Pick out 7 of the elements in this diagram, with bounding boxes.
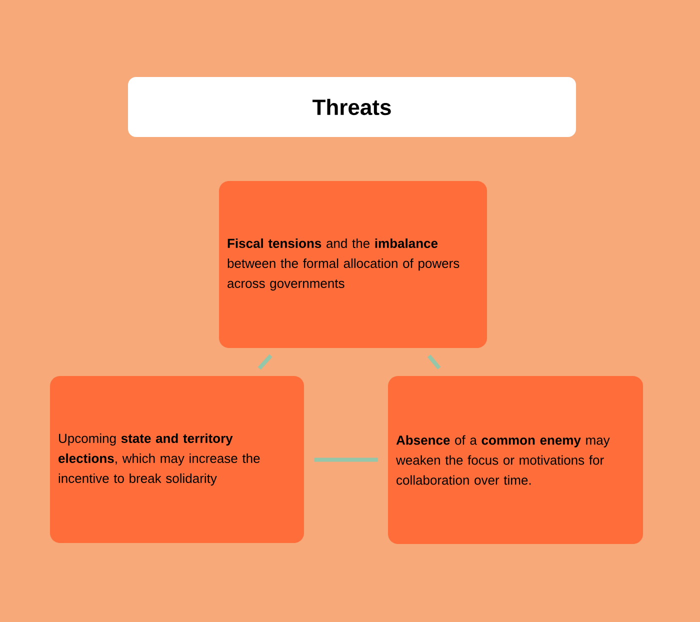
title-box: Threats <box>128 77 576 137</box>
connector-line <box>427 354 441 370</box>
connector-line <box>258 354 272 370</box>
threat-box: Absence of a common enemy may weaken the focus or motivations for collaboration over time. <box>388 376 643 544</box>
connector-line <box>314 458 378 462</box>
threat-box: Fiscal tensions and the imbalance between the formal allocation of powers across governments <box>219 181 487 348</box>
threat-box: Upcoming state and territory elections, which may increase the incentive to break solidarity <box>50 376 304 543</box>
